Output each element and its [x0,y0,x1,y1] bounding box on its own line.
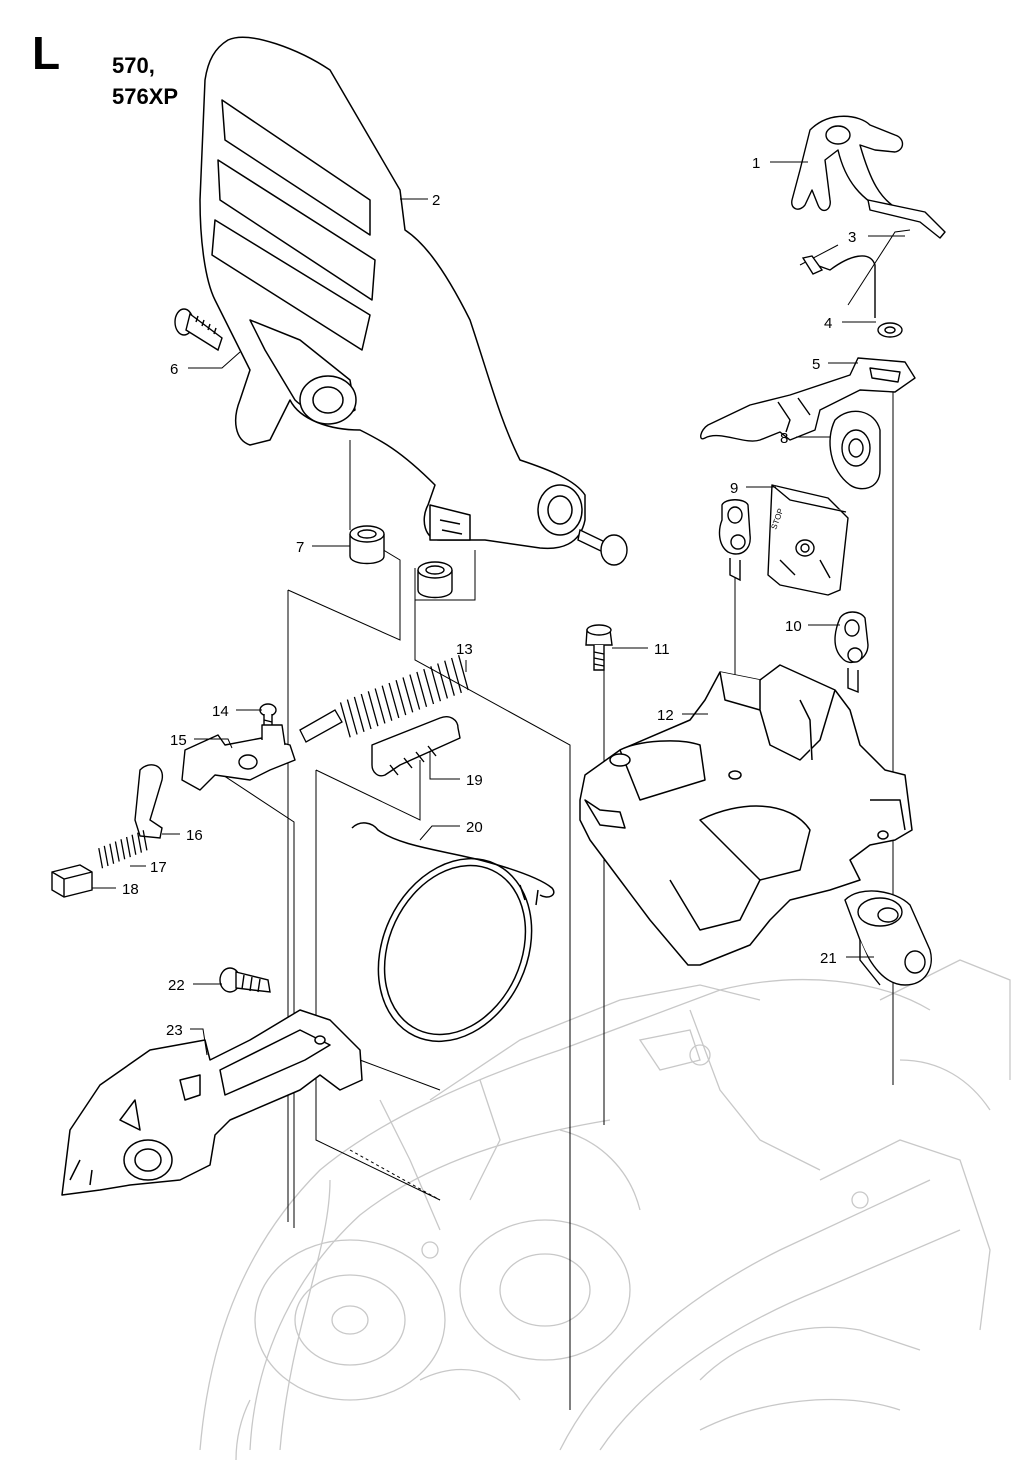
part-4-washer [877,322,903,338]
callout-label-23: 23 [166,1022,183,1039]
part-6-screw [174,308,223,352]
callout-label-10: 10 [785,618,802,635]
part-1-switch-lever [791,115,946,239]
callout-label-12: 12 [657,707,674,724]
part-18-block [51,864,93,898]
part-20-brake-band [351,822,555,1043]
callout-label-2: 2 [432,192,440,209]
part-11-screw [585,624,613,671]
part-grommet-left [718,499,751,582]
part-15-brake-lever [181,724,296,791]
part-3-wire [801,255,876,318]
callout-label-5: 5 [812,356,820,373]
model-number-576xp: 576XP [112,84,179,109]
ghost-crankcase [199,959,1011,1461]
part-13-spring [299,655,469,743]
callout-leader-23 [190,1028,208,1056]
callout-label-4: 4 [824,315,832,332]
part-23-cover-plate [61,1009,363,1196]
callout-label-21: 21 [820,950,837,967]
callout-leader-20 [419,825,460,841]
part-9-switch-plate: STOP [767,484,849,596]
part-16-knee-lever [134,764,164,839]
callout-label-13: 13 [456,641,473,658]
part-7-bushing-2 [417,561,453,599]
callout-label-3: 3 [848,229,856,246]
part-19-spring-guide [371,716,461,777]
part-2-side-screw [577,528,628,566]
callout-label-11: 11 [654,641,670,658]
callout-label-9: 9 [730,480,738,497]
callout-label-15: 15 [170,732,187,749]
callout-label-8: 8 [780,430,788,447]
callout-label-16: 16 [186,827,203,844]
part-17-spring [98,830,148,869]
part-12-handle-housing [579,664,913,966]
callout-label-14: 14 [212,703,229,720]
callout-leader-6 [188,351,241,369]
part-2-chain-brake-guard [199,36,586,550]
part-10-grommet [834,611,869,694]
callout-label-22: 22 [168,977,185,994]
callout-label-19: 19 [466,772,483,789]
callout-leader-19 [429,752,460,780]
callout-label-1: 1 [752,155,760,172]
model-number-570: 570, [112,53,155,78]
part-21-grommet [844,890,932,986]
callout-label-6: 6 [170,361,178,378]
part-8-clip [829,410,881,490]
callout-label-20: 20 [466,819,483,836]
callout-label-7: 7 [296,539,304,556]
callout-label-17: 17 [150,859,167,876]
part-22-screw [219,967,271,993]
section-letter: L [32,27,61,79]
callout-leader-15 [194,738,233,749]
part-5-throttle-lever [700,357,916,442]
callout-label-18: 18 [122,881,139,898]
part-7-bushing [349,525,385,565]
